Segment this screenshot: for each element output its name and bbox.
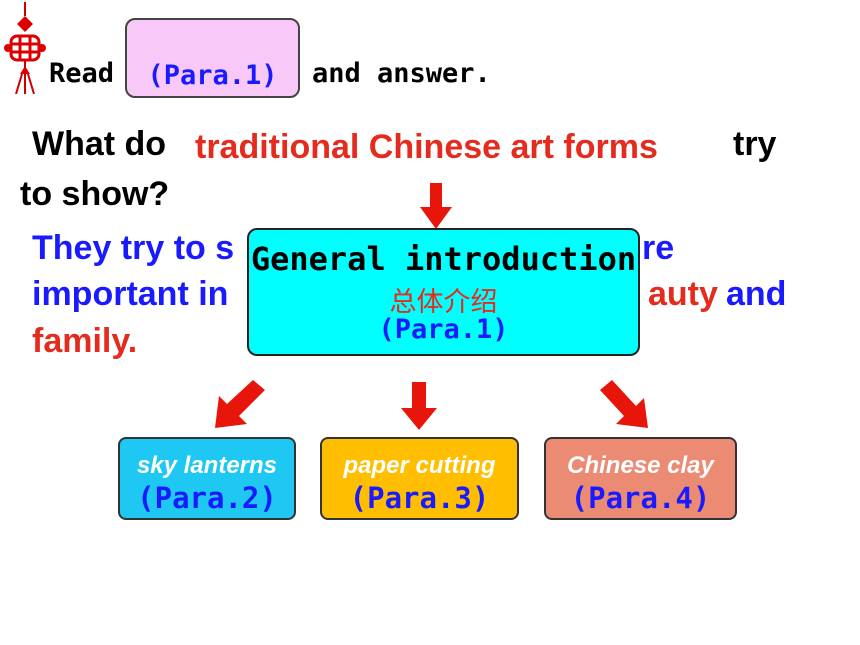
para-highlight-box: (Para.1) xyxy=(125,18,300,98)
sky-lanterns-label: sky lanterns xyxy=(136,452,278,479)
question-highlight: traditional Chinese art forms xyxy=(195,128,658,166)
question-line2: to show? xyxy=(20,175,170,213)
question-prefix: What do xyxy=(32,125,167,163)
chinese-knot-icon xyxy=(4,2,46,94)
general-para: (Para.1) xyxy=(378,314,509,345)
read-label: Read xyxy=(49,58,115,89)
arrow-down-icon xyxy=(420,183,452,229)
arrow-down-icon xyxy=(401,382,437,430)
chinese-clay-box: Chinese clay (Para.4) xyxy=(544,437,737,520)
answer-line2-start: important in xyxy=(32,275,229,313)
paper-cutting-label: paper cutting xyxy=(343,452,496,479)
chinese-clay-para: (Para.4) xyxy=(570,481,711,515)
and-answer-label: and answer. xyxy=(312,58,491,89)
question-suffix: try xyxy=(733,125,777,163)
answer-line3: family. xyxy=(32,322,138,360)
answer-line2-end: and xyxy=(726,275,787,313)
paper-cutting-box: paper cutting (Para.3) xyxy=(320,437,519,520)
sky-lanterns-para: (Para.2) xyxy=(137,481,277,515)
general-introduction-box: General introduction 总体介绍 (Para.1) xyxy=(247,228,640,356)
arrow-down-left-icon xyxy=(215,380,265,428)
answer-line1-start: They try to s xyxy=(32,229,235,267)
general-title: General introduction xyxy=(250,240,637,278)
general-chinese-label: 总体介绍 xyxy=(389,287,498,318)
answer-line2-red: auty xyxy=(648,275,718,313)
arrow-down-right-icon xyxy=(600,380,648,428)
para-label: (Para.1) xyxy=(147,60,278,91)
sky-lanterns-box: sky lanterns (Para.2) xyxy=(118,437,296,520)
answer-line1-end: re xyxy=(642,229,675,267)
paper-cutting-para: (Para.3) xyxy=(349,481,490,515)
chinese-clay-label: Chinese clay xyxy=(567,452,714,479)
